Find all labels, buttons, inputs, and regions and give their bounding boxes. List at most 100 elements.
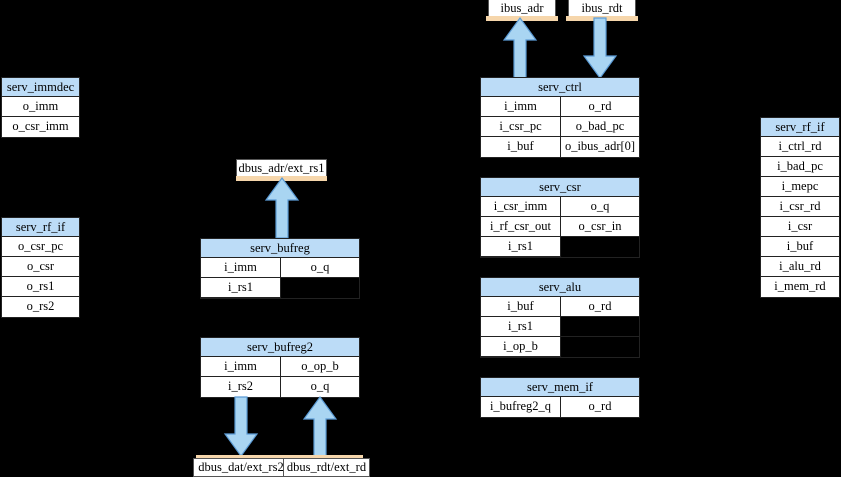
table-row: i_imm o_op_b: [201, 357, 359, 377]
port-cell: o_op_b: [281, 357, 359, 376]
table-row: i_rs1: [201, 278, 359, 298]
port-cell: i_bad_pc: [761, 157, 839, 176]
table-row: i_csr_rd: [761, 197, 839, 217]
table-row: i_alu_rd: [761, 257, 839, 277]
table-row: i_ctrl_rd: [761, 137, 839, 157]
port-cell: o_rs2: [2, 297, 79, 317]
arrow-ibus-rdt-to-ctrl: [580, 17, 620, 80]
empty-cell: [561, 317, 639, 336]
table-row: i_imm o_rd: [481, 97, 639, 117]
table-row: i_csr_imm o_q: [481, 197, 639, 217]
module-serv-bufreg[interactable]: serv_bufreg i_imm o_q i_rs1: [200, 238, 360, 299]
port-cell: o_ibus_adr[0]: [561, 137, 639, 157]
port-cell: i_op_b: [481, 337, 561, 357]
table-row: o_csr: [2, 257, 79, 277]
table-row: i_rs1: [481, 317, 639, 337]
port-cell: i_bufreg2_q: [481, 397, 561, 417]
port-cell: i_imm: [481, 97, 561, 116]
port-cell: o_rd: [561, 297, 639, 316]
module-serv-ctrl[interactable]: serv_ctrl i_imm o_rd i_csr_pc o_bad_pc i…: [480, 77, 640, 158]
port-cell: i_imm: [201, 357, 281, 376]
arrow-dbus-rdt-to-bufreg2: [300, 395, 340, 457]
table-row: o_imm: [2, 97, 79, 117]
port-cell: i_csr_imm: [481, 197, 561, 216]
module-serv-mem-if[interactable]: serv_mem_if i_bufreg2_q o_rd: [480, 377, 640, 418]
arrow-ctrl-to-ibus-adr: [500, 16, 540, 81]
port-cell: i_ctrl_rd: [761, 137, 839, 156]
port-cell: i_rs1: [201, 278, 281, 298]
port-cell: o_rs1: [2, 277, 79, 296]
module-title: serv_csr: [481, 178, 639, 197]
table-row: i_csr_pc o_bad_pc: [481, 117, 639, 137]
port-cell: i_mem_rd: [761, 277, 839, 297]
module-serv-alu[interactable]: serv_alu i_buf o_rd i_rs1 i_op_b: [480, 277, 640, 358]
table-row: i_mem_rd: [761, 277, 839, 297]
port-cell: o_csr_in: [561, 217, 639, 236]
port-bar-dbus-dat-ext-rs2: [196, 455, 287, 460]
empty-cell: [561, 237, 639, 257]
module-title: serv_rf_if: [761, 118, 839, 137]
port-label-dbus-dat-ext-rs2: dbus_dat/ext_rs2: [193, 458, 289, 477]
empty-cell: [281, 278, 359, 298]
port-cell: i_csr_rd: [761, 197, 839, 216]
port-cell: o_q: [281, 377, 359, 397]
arrow-bufreg2-to-dbus-dat: [221, 396, 261, 458]
port-cell: i_rs1: [481, 237, 561, 257]
port-cell: i_buf: [761, 237, 839, 256]
port-cell: i_alu_rd: [761, 257, 839, 276]
port-cell: o_csr_imm: [2, 117, 79, 137]
module-serv-immdec[interactable]: serv_immdec o_imm o_csr_imm: [1, 77, 80, 138]
port-label-ibus-rdt: ibus_rdt: [568, 0, 636, 18]
module-serv-bufreg2[interactable]: serv_bufreg2 i_imm o_op_b i_rs2 o_q: [200, 337, 360, 398]
port-cell: o_bad_pc: [561, 117, 639, 136]
port-bar-dbus-rdt-ext-rd: [285, 455, 363, 460]
table-row: o_rs2: [2, 297, 79, 317]
module-title: serv_bufreg2: [201, 338, 359, 357]
table-row: o_rs1: [2, 277, 79, 297]
module-title: serv_mem_if: [481, 378, 639, 397]
port-cell: i_mepc: [761, 177, 839, 196]
port-cell: i_csr: [761, 217, 839, 236]
module-serv-rf-if-right[interactable]: serv_rf_if i_ctrl_rd i_bad_pc i_mepc i_c…: [760, 117, 840, 298]
table-row: i_op_b: [481, 337, 639, 357]
port-cell: o_csr: [2, 257, 79, 276]
module-serv-csr[interactable]: serv_csr i_csr_imm o_q i_rf_csr_out o_cs…: [480, 177, 640, 258]
table-row: i_mepc: [761, 177, 839, 197]
table-row: i_csr: [761, 217, 839, 237]
module-title: serv_alu: [481, 278, 639, 297]
module-title: serv_immdec: [2, 78, 79, 97]
table-row: i_bad_pc: [761, 157, 839, 177]
port-cell: i_imm: [201, 258, 281, 277]
port-label-dbus-rdt-ext-rd: dbus_rdt/ext_rd: [283, 458, 370, 477]
port-cell: i_csr_pc: [481, 117, 561, 136]
table-row: i_imm o_q: [201, 258, 359, 278]
port-cell: o_rd: [561, 97, 639, 116]
port-cell: i_buf: [481, 297, 561, 316]
port-cell: i_rs2: [201, 377, 281, 397]
module-serv-rf-if-left[interactable]: serv_rf_if o_csr_pc o_csr o_rs1 o_rs2: [1, 217, 80, 318]
module-title: serv_rf_if: [2, 218, 79, 237]
port-cell: i_rs1: [481, 317, 561, 336]
port-cell: o_csr_pc: [2, 237, 79, 256]
table-row: o_csr_pc: [2, 237, 79, 257]
table-row: i_buf o_ibus_adr[0]: [481, 137, 639, 157]
port-cell: o_q: [561, 197, 639, 216]
port-cell: i_rf_csr_out: [481, 217, 561, 236]
port-cell: o_imm: [2, 97, 79, 116]
module-title: serv_bufreg: [201, 239, 359, 258]
table-row: o_csr_imm: [2, 117, 79, 137]
table-row: i_rs1: [481, 237, 639, 257]
port-label-dbus-adr-ext-rs1: dbus_adr/ext_rs1: [236, 159, 327, 178]
table-row: i_rs2 o_q: [201, 377, 359, 397]
table-row: i_bufreg2_q o_rd: [481, 397, 639, 417]
port-cell: i_buf: [481, 137, 561, 157]
table-row: i_buf: [761, 237, 839, 257]
port-cell: o_rd: [561, 397, 639, 417]
table-row: i_rf_csr_out o_csr_in: [481, 217, 639, 237]
port-bar-ibus-adr: [486, 16, 558, 21]
table-row: i_buf o_rd: [481, 297, 639, 317]
port-cell: o_q: [281, 258, 359, 277]
empty-cell: [561, 337, 639, 357]
module-title: serv_ctrl: [481, 78, 639, 97]
